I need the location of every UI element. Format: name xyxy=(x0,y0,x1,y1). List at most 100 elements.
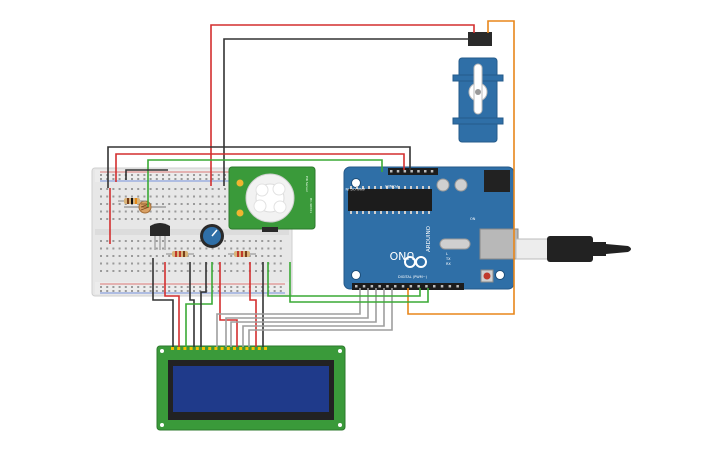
hole xyxy=(242,240,245,242)
hole xyxy=(410,186,412,189)
hole xyxy=(273,240,276,242)
hole xyxy=(255,255,257,257)
hole xyxy=(257,347,261,350)
hole xyxy=(205,203,208,205)
hole xyxy=(124,203,127,205)
hole xyxy=(433,285,436,288)
hole xyxy=(149,178,152,180)
hole xyxy=(456,285,459,288)
wire-lcd-data xyxy=(248,288,393,347)
hole xyxy=(279,262,282,265)
hole xyxy=(378,285,381,288)
potentiometer[interactable] xyxy=(200,224,224,248)
hole xyxy=(137,262,140,265)
hole xyxy=(230,247,233,250)
hole xyxy=(362,285,366,288)
hole xyxy=(409,285,413,288)
hole xyxy=(137,195,140,198)
arduino-uno-board[interactable]: UNO ARDUINO POWER ANALOG IN DIGITAL (PWM… xyxy=(343,166,519,290)
hole xyxy=(131,247,133,250)
hole xyxy=(174,195,177,198)
hole xyxy=(106,247,109,250)
hole xyxy=(137,210,140,213)
hole xyxy=(180,286,183,288)
hole xyxy=(171,347,174,350)
resistor[interactable] xyxy=(228,251,256,257)
hole xyxy=(106,218,109,220)
hole xyxy=(248,240,251,242)
hole xyxy=(180,290,183,292)
hole xyxy=(217,255,220,257)
hole xyxy=(199,218,202,220)
on-label: ON xyxy=(470,217,476,221)
hole xyxy=(168,270,171,272)
hole xyxy=(217,203,220,205)
hole xyxy=(124,218,127,220)
hole xyxy=(137,255,140,257)
hole xyxy=(118,240,121,242)
hole xyxy=(205,188,208,190)
hole xyxy=(403,170,407,173)
hole xyxy=(186,262,189,265)
hole xyxy=(162,255,164,257)
hole xyxy=(180,218,183,220)
capacitor xyxy=(436,178,450,192)
hole xyxy=(112,210,115,213)
hole xyxy=(208,347,212,350)
hole xyxy=(168,247,171,250)
hole xyxy=(162,188,164,190)
hole xyxy=(168,255,171,257)
hole xyxy=(100,203,102,205)
hole xyxy=(211,195,214,198)
resistor[interactable] xyxy=(118,198,146,204)
hole xyxy=(168,203,171,205)
hole xyxy=(100,218,102,220)
hole xyxy=(255,290,257,292)
digital-label: DIGITAL (PWM~) xyxy=(398,275,428,279)
pir-pot[interactable] xyxy=(236,209,244,217)
hole xyxy=(224,240,226,242)
hole xyxy=(202,347,205,350)
pir-pot[interactable] xyxy=(236,179,244,187)
hole xyxy=(224,178,226,180)
hole xyxy=(143,290,146,292)
wire-top-red xyxy=(115,153,405,182)
resistor[interactable] xyxy=(166,251,194,257)
hole xyxy=(112,255,115,257)
hole xyxy=(137,247,140,250)
lcd-display[interactable] xyxy=(156,345,346,431)
hole xyxy=(211,210,214,213)
hole xyxy=(100,240,102,242)
wires xyxy=(107,20,515,347)
hole xyxy=(168,262,171,265)
hole xyxy=(143,262,146,265)
hole xyxy=(143,195,146,198)
hole xyxy=(255,247,257,250)
hole xyxy=(239,347,243,350)
hole xyxy=(267,247,270,250)
hole xyxy=(386,285,389,288)
wire-lcd-red2 xyxy=(219,262,238,347)
hole xyxy=(149,240,152,242)
hole xyxy=(386,211,388,214)
hole xyxy=(255,262,257,265)
hole xyxy=(193,203,195,205)
hole xyxy=(137,174,140,176)
servo-motor[interactable] xyxy=(452,32,504,143)
hole xyxy=(368,211,370,214)
hole xyxy=(143,286,146,288)
hole xyxy=(162,270,164,272)
hole xyxy=(168,174,171,176)
hole xyxy=(118,247,121,250)
hole xyxy=(137,270,140,272)
wire-pir-signal xyxy=(267,262,421,297)
hole xyxy=(174,210,177,213)
hole xyxy=(230,286,233,288)
hole xyxy=(255,240,257,242)
hole xyxy=(106,210,109,213)
hole xyxy=(174,174,177,176)
hole xyxy=(100,188,102,190)
pir-sensor[interactable]: PIR Sensor HC-SR501 xyxy=(228,166,316,232)
hole xyxy=(255,270,257,272)
temperature-sensor[interactable] xyxy=(150,223,170,250)
